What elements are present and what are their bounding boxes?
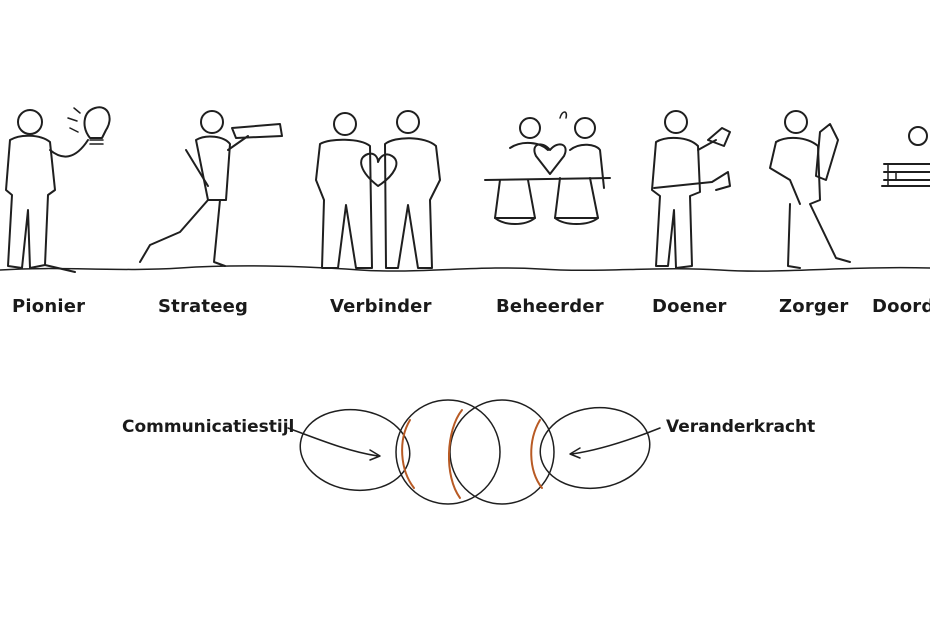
right-arrow [571,427,661,455]
right-arrowhead [569,447,581,459]
pionier-figure [5,106,111,273]
right-accent-arc [530,419,543,489]
telescope-icon [231,123,283,139]
diagram-label-communicatiestijl: Communicatiestijl [122,417,295,437]
strateeg-figure [139,110,283,267]
role-label-strateeg: Strateeg [158,296,249,317]
doener-figure [651,110,731,269]
scales-icon [484,143,611,225]
right-circle [449,399,555,505]
books-icon [881,163,930,187]
center-accent-arc [448,409,463,499]
left-arrowhead [369,449,381,461]
bottle-icon [815,123,839,181]
role-label-beheerder: Beheerder [496,296,604,317]
lightbulb-icon [67,106,111,145]
role-label-zorger: Zorger [779,296,849,317]
ground-line [0,265,930,272]
left-lobe [299,408,411,492]
doord-figure [881,126,930,187]
beheerder-figure [484,111,611,225]
left-accent-arc [401,419,415,489]
left-circle [395,399,501,505]
verbinder-figure [315,110,441,269]
role-label-doener: Doener [652,296,727,317]
heart-icon [360,152,398,187]
role-label-doord: Doord [872,296,930,317]
zorger-figure [769,110,851,269]
diagram-label-veranderkracht: Veranderkracht [666,417,816,437]
role-label-verbinder: Verbinder [330,296,432,317]
left-arrow [287,427,379,457]
wrench-icon [653,127,731,191]
venn-diagram [287,399,661,505]
right-lobe [539,406,651,490]
role-label-pionier: Pionier [12,296,86,317]
